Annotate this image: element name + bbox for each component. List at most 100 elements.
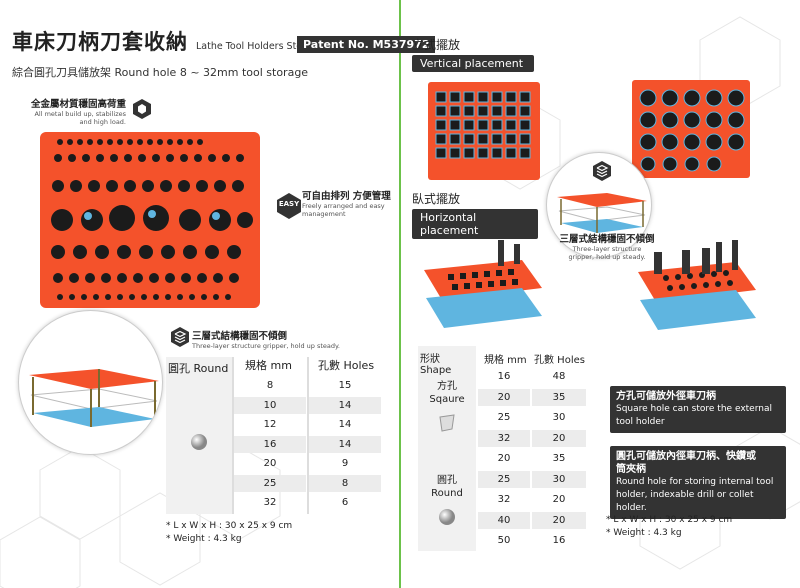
size-cell: 25 bbox=[234, 474, 306, 492]
feature-layer-right-zh: 三層式結構穩固不傾倒 bbox=[559, 234, 655, 245]
vertical-square-board bbox=[428, 82, 540, 180]
layers-hex-icon bbox=[171, 327, 189, 347]
vertical-tag: Vertical placement bbox=[412, 55, 534, 72]
layer-structure-zoom bbox=[18, 310, 163, 455]
holes-cell: 16 bbox=[552, 535, 566, 546]
holes-cell: 6 bbox=[341, 497, 349, 508]
square-holes bbox=[435, 91, 531, 159]
round-label-en: Round bbox=[431, 488, 463, 499]
size-header: 規格 mm bbox=[245, 359, 292, 372]
feature-metal: 全金屬材質穩固高荷重 All metal build up, stabilize… bbox=[20, 96, 126, 127]
size-cell: 10 bbox=[234, 396, 306, 414]
header: 車床刀柄刀套收納 Lathe Tool Holders Storage bbox=[12, 26, 324, 56]
title-chinese: 車床刀柄刀套收納 bbox=[12, 30, 188, 54]
weight-note-right: * Weight : 4.3 kg bbox=[606, 528, 682, 538]
horizontal-tag: Horizontal placement bbox=[412, 209, 538, 239]
easy-badge-text: EASY bbox=[278, 200, 300, 208]
size-cell: 16 bbox=[234, 435, 306, 453]
holes-cell: 14 bbox=[338, 419, 352, 430]
size-cell: 25 bbox=[497, 412, 511, 423]
holes-cell: 48 bbox=[552, 371, 566, 382]
holes-cell: 30 bbox=[532, 470, 586, 488]
size-cell: 32 bbox=[497, 494, 511, 505]
feature-arrange-en-1: Freely arranged and easy bbox=[302, 202, 385, 210]
size-cell: 32 bbox=[263, 497, 277, 508]
holes-cell: 8 bbox=[309, 474, 381, 492]
square-label: 方孔 Sqaure bbox=[418, 380, 476, 406]
feature-layer-right-en-2: gripper, hold up steady. bbox=[568, 253, 646, 262]
holes-cell: 14 bbox=[309, 396, 381, 414]
dimension-note-right: * L x W x H : 30 x 25 x 9 cm bbox=[606, 515, 733, 525]
holes-header-right: 孔數 Holes bbox=[534, 355, 585, 366]
feature-layer: 三層式結構穩固不傾倒 Three-layer structure gripper… bbox=[192, 328, 340, 350]
callout-square-zh: 方孔可儲放外徑車刀柄 bbox=[616, 391, 716, 402]
holes-cell: 20 bbox=[532, 429, 586, 447]
subtitle: 綜合圓孔刀具儲放架 Round hole 8 ~ 32mm tool stora… bbox=[12, 66, 309, 79]
board-holes bbox=[51, 139, 253, 300]
vertical-title: 立式擺放 bbox=[412, 38, 461, 52]
easy-hex-icon bbox=[277, 193, 301, 219]
feature-arrange-en-2: management bbox=[302, 210, 346, 219]
holes-cell: 20 bbox=[532, 511, 586, 529]
feature-layer-zh: 三層式結構穩固不傾倒 bbox=[192, 331, 288, 342]
round-label-zh: 圓孔 bbox=[437, 475, 457, 486]
layers-hex-icon bbox=[593, 161, 611, 181]
horizontal-title: 臥式擺放 bbox=[412, 192, 461, 206]
round-hole-icon bbox=[439, 509, 455, 525]
feature-layer-en: Three-layer structure gripper, hold up s… bbox=[192, 342, 340, 350]
holes-cell: 9 bbox=[341, 458, 349, 469]
size-cell: 8 bbox=[266, 380, 274, 391]
round-column: 圓孔 Round bbox=[166, 357, 232, 514]
round-hole-board bbox=[40, 132, 260, 308]
size-cell: 20 bbox=[263, 458, 277, 469]
round-hole-icon bbox=[191, 434, 207, 450]
table-divider bbox=[232, 357, 234, 514]
round-header: 圓孔 Round bbox=[168, 362, 229, 375]
feature-metal-en-1: All metal build up, stabilizes bbox=[34, 110, 126, 118]
callout-round-en-1: Round hole for storing internal tool bbox=[616, 477, 774, 487]
feature-metal-en-2: and high load. bbox=[79, 118, 127, 127]
holes-cell: 35 bbox=[532, 388, 586, 406]
feature-layer-right: 三層式結構穩固不傾倒 Three-layer structure gripper… bbox=[552, 231, 662, 262]
square-label-zh: 方孔 bbox=[437, 381, 457, 392]
feature-arrange-zh: 可自由排列 方便管理 bbox=[302, 191, 391, 202]
shape-header: 形狀 Shape bbox=[420, 354, 452, 376]
square-label-en: Sqaure bbox=[429, 394, 465, 405]
callout-square: 方孔可儲放外徑車刀柄 Square hole can store the ext… bbox=[610, 386, 786, 433]
feature-layer-right-en-1: Three-layer structure bbox=[572, 245, 642, 253]
holes-cell: 14 bbox=[309, 435, 381, 453]
size-cell: 20 bbox=[497, 453, 511, 464]
holes-cell: 20 bbox=[552, 494, 566, 505]
weight-note: * Weight : 4.3 kg bbox=[166, 534, 242, 544]
round-label: 圓孔 Round bbox=[418, 474, 476, 500]
rack-side-view bbox=[29, 369, 159, 427]
size-cell: 40 bbox=[478, 511, 530, 529]
title-english: Lathe Tool Holders Storage bbox=[196, 41, 324, 52]
size-cell: 50 bbox=[497, 535, 511, 546]
callout-square-en-2: tool holder bbox=[616, 417, 665, 427]
size-cell: 20 bbox=[478, 388, 530, 406]
vertical-round-board bbox=[632, 80, 750, 178]
size-cell: 12 bbox=[263, 419, 277, 430]
rack-side-view-right bbox=[557, 193, 647, 233]
holes-cell: 30 bbox=[552, 412, 566, 423]
size-cell: 25 bbox=[478, 470, 530, 488]
holes-cell: 35 bbox=[552, 453, 566, 464]
horizontal-round-rack bbox=[638, 240, 756, 330]
round-holes bbox=[639, 89, 745, 172]
size-cell: 32 bbox=[478, 429, 530, 447]
callout-square-en-1: Square hole can store the external bbox=[616, 404, 772, 414]
size-cell: 16 bbox=[497, 371, 511, 382]
size-header-right: 規格 mm bbox=[484, 355, 527, 366]
feature-arrange: 可自由排列 方便管理 Freely arranged and easy mana… bbox=[302, 188, 391, 219]
callout-round-en-2: holder, indexable drill or collet holder… bbox=[616, 490, 754, 513]
holes-cell: 15 bbox=[338, 380, 352, 391]
callout-round-zh-2: 筒夾柄 bbox=[616, 464, 646, 475]
patent-badge: Patent No. M537972 bbox=[297, 36, 436, 53]
hex-bolt-icon bbox=[133, 99, 151, 119]
table-divider bbox=[307, 357, 309, 514]
holes-header: 孔數 Holes bbox=[318, 359, 375, 372]
callout-round: 圓孔可儲放內徑車刀柄、快鑽或 筒夾柄 Round hole for storin… bbox=[610, 446, 786, 519]
callout-round-zh-1: 圓孔可儲放內徑車刀柄、快鑽或 bbox=[616, 451, 756, 462]
